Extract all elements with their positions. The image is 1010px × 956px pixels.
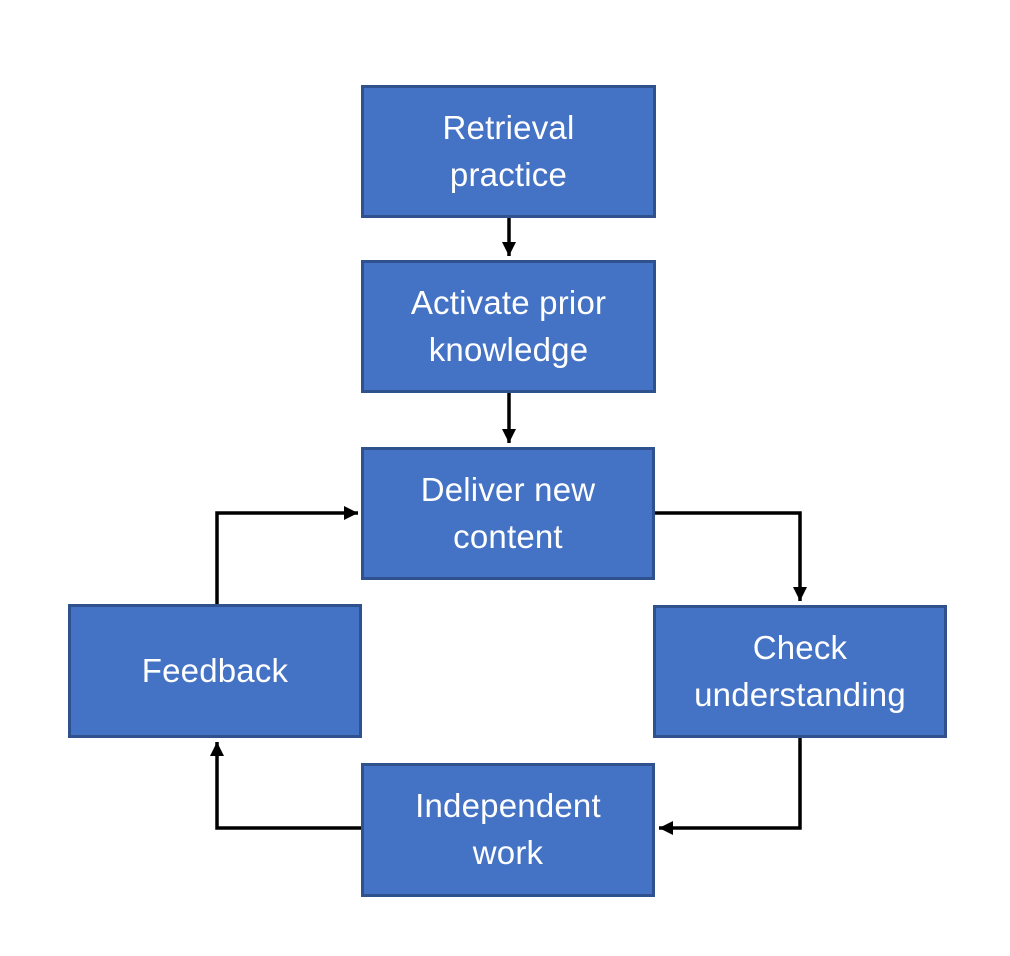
node-check-understanding: Check understanding xyxy=(653,605,947,738)
node-activate-prior-knowledge: Activate prior knowledge xyxy=(361,260,656,393)
node-retrieval-practice: Retrieval practice xyxy=(361,85,656,218)
edge-feedback-to-deliver xyxy=(215,506,358,604)
node-feedback: Feedback xyxy=(68,604,362,738)
node-deliver-new-content: Deliver new content xyxy=(361,447,655,580)
edge-independent-to-feedback xyxy=(210,742,361,830)
edge-check-to-independent xyxy=(659,738,802,835)
node-label: Independent work xyxy=(415,787,601,871)
node-label: Activate prior knowledge xyxy=(410,283,607,368)
node-label: Check understanding xyxy=(694,628,906,713)
node-label: Deliver new content xyxy=(420,470,596,555)
node-label: Retrieval practice xyxy=(442,108,575,193)
edge-deliver-to-check xyxy=(655,511,807,601)
node-independent-work: Independent work xyxy=(361,763,655,897)
node-label: Feedback xyxy=(141,651,289,689)
